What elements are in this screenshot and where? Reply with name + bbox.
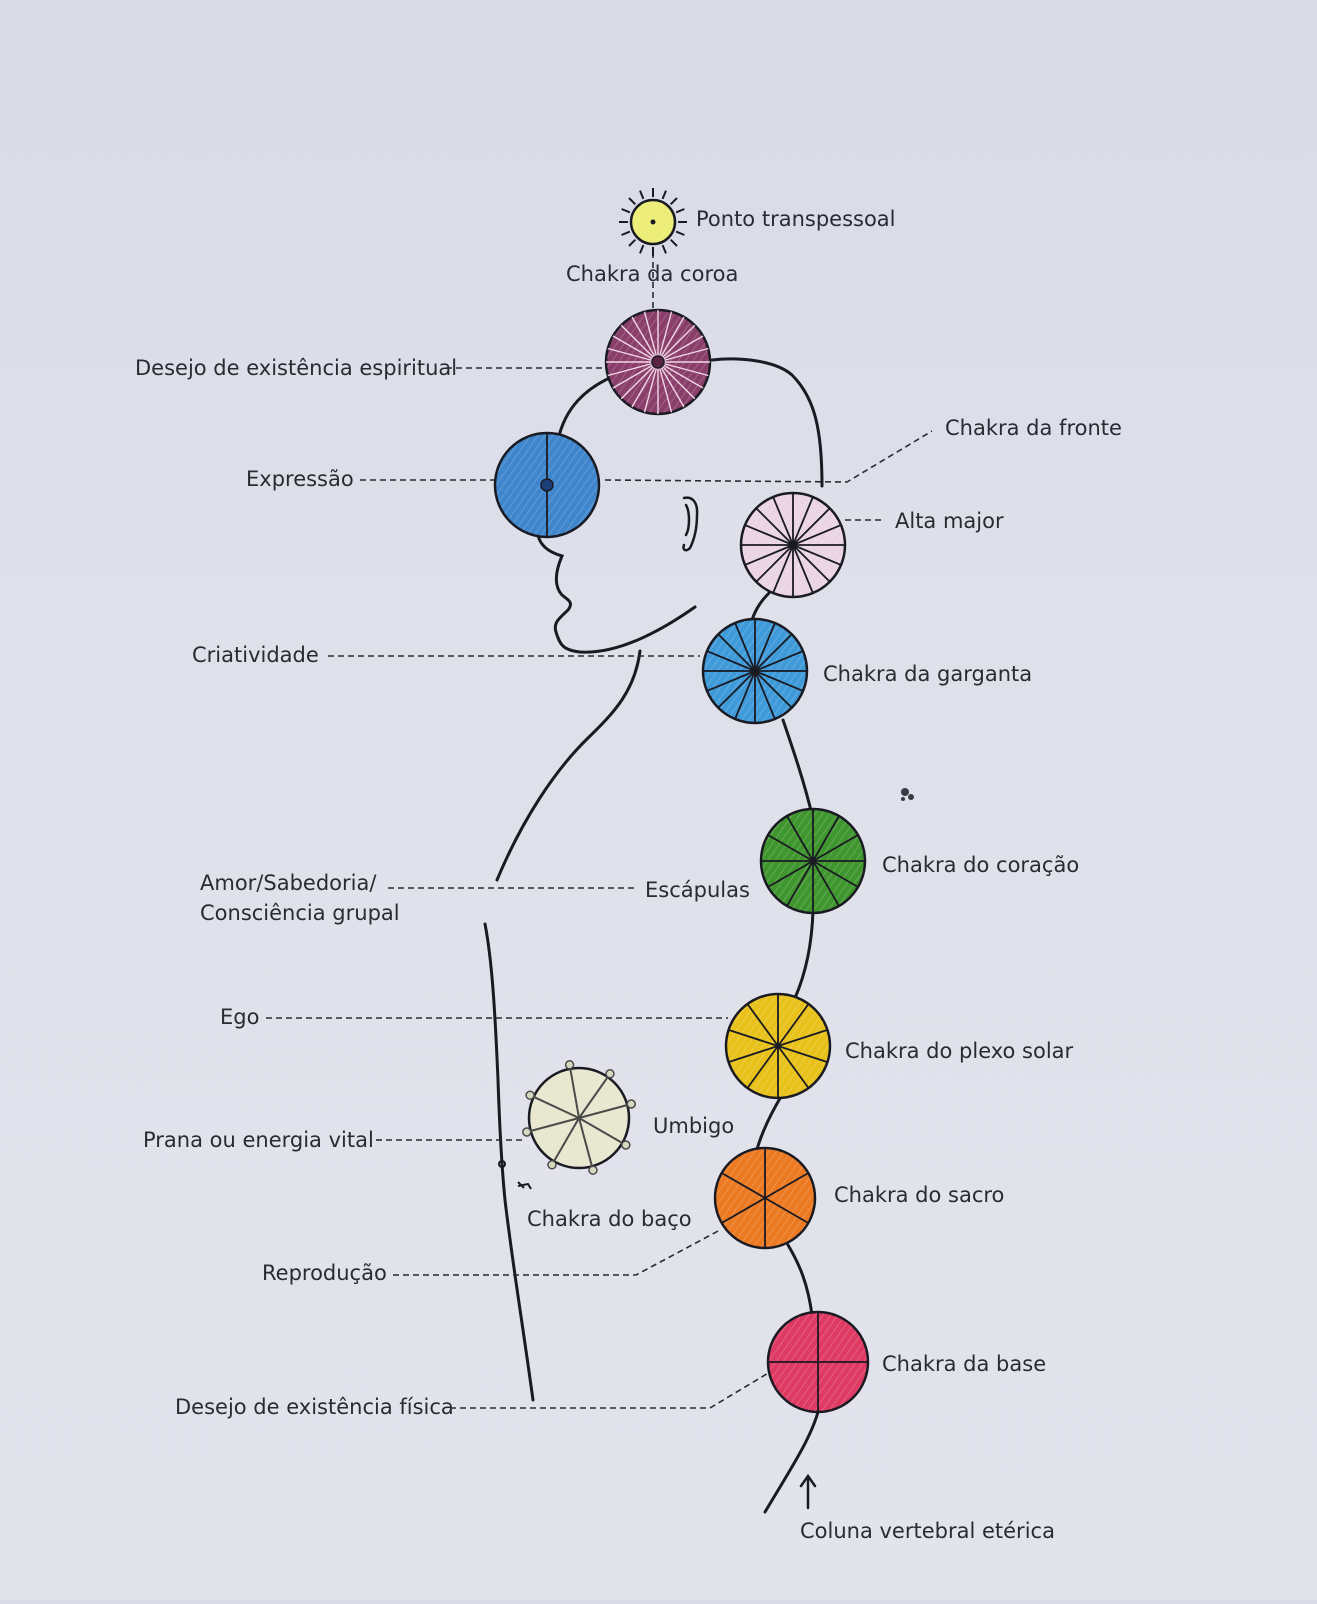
chakra-sacro-wheel [713, 1146, 817, 1250]
neck-front-outline [495, 649, 642, 882]
label-expressao: Expressão [246, 467, 354, 491]
face-outline [536, 533, 697, 654]
label-criatividade: Criatividade [192, 643, 319, 667]
chakra-coroa-wheel [604, 308, 712, 416]
neck-back-outline [750, 590, 772, 622]
label-desejo-fisica: Desejo de existência física [175, 1395, 454, 1419]
label-chakra-garganta: Chakra da garganta [823, 662, 1033, 686]
label-consciencia-grupal: Consciência grupal [200, 901, 400, 925]
spine-line [753, 718, 820, 1514]
label-chakra-baco: Chakra do baço [527, 1207, 692, 1231]
ponto-transpessoal-sun-icon [619, 188, 687, 256]
label-umbigo: Umbigo [653, 1114, 735, 1138]
chakra-base-wheel [766, 1310, 870, 1414]
label-amor-sabedoria: Amor/Sabedoria/ [200, 871, 377, 895]
alta-major-wheel [739, 491, 847, 599]
body-outline [483, 357, 824, 1514]
chakra-plexo-wheel [724, 992, 832, 1100]
label-chakra-plexo: Chakra do plexo solar [845, 1039, 1074, 1063]
torso-front-outline [483, 922, 535, 1402]
label-alta-major: Alta major [895, 509, 1004, 533]
label-escapulas: Escápulas [645, 878, 750, 902]
label-chakra-coroa: Chakra da coroa [566, 262, 739, 286]
up-arrow-icon [799, 1473, 817, 1510]
label-prana: Prana ou energia vital [143, 1128, 374, 1152]
label-chakra-fronte: Chakra da fronte [945, 416, 1122, 440]
label-chakra-coracao: Chakra do coração [882, 853, 1080, 877]
small-pen-mark [517, 1181, 532, 1190]
forehead-outline [556, 373, 618, 442]
navel-mark [498, 1160, 506, 1168]
chakras [493, 188, 870, 1414]
chakra-fronte-wheel [493, 431, 601, 539]
label-coluna: Coluna vertebral etérica [800, 1519, 1055, 1543]
leader-fronte [604, 430, 933, 483]
label-reproducao: Reprodução [262, 1261, 387, 1285]
chakra-garganta-wheel [701, 617, 809, 725]
leader-reproducao [393, 1229, 721, 1276]
label-chakra-base: Chakra da base [882, 1352, 1047, 1376]
ear-outline [682, 496, 699, 552]
head-back-outline [710, 357, 824, 488]
smudge-mark [901, 788, 914, 801]
chakra-baco-wheel [522, 1060, 636, 1175]
label-desejo-espiritual: Desejo de existência espiritual [135, 356, 458, 380]
label-chakra-sacro: Chakra do sacro [834, 1183, 1005, 1207]
chakra-coracao-wheel [759, 807, 867, 915]
leader-desejo-fisica [450, 1371, 771, 1409]
label-ponto-transpessoal: Ponto transpessoal [696, 207, 896, 231]
label-ego: Ego [220, 1005, 260, 1029]
leader-lines [266, 252, 933, 1409]
